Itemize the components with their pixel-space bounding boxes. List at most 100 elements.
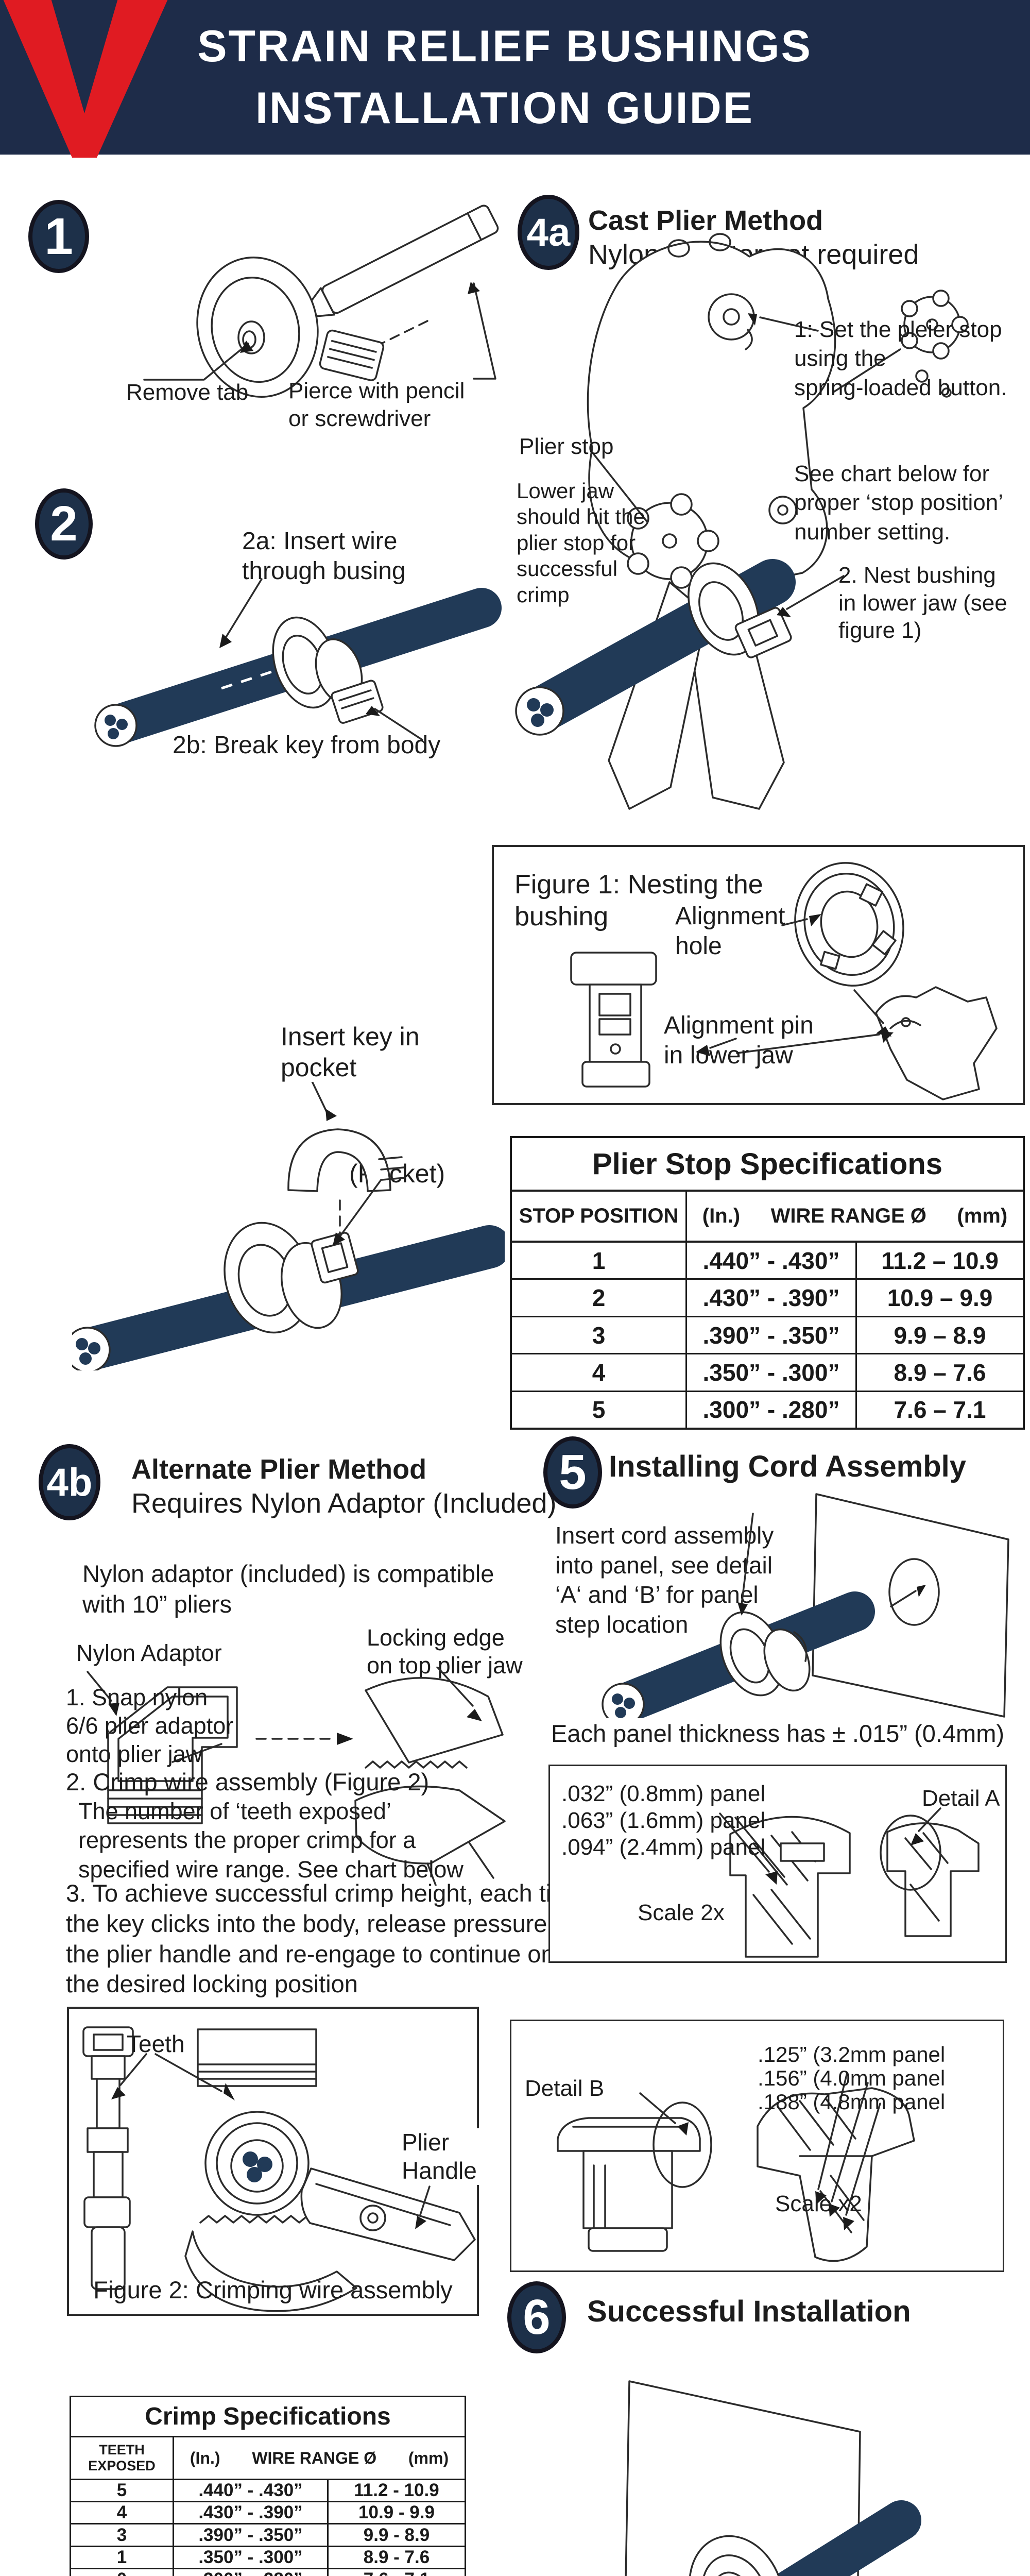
step6-badge: 6 [507, 2281, 566, 2353]
step4b-achieve-note: 3. To achieve successful crimp height, e… [66, 1879, 585, 1998]
step1-badge: 1 [28, 200, 89, 273]
detail-a-scale-label: Scale 2x [638, 1900, 725, 1925]
step2-break-key-label: 2b: Break key from body [173, 732, 441, 759]
bushing-disc-drawing [196, 257, 385, 398]
cell-mm: 11.2 - 10.9 [354, 2480, 439, 2501]
detail-a-label: Detail A [922, 1786, 1000, 1811]
figure2-plier-handle-label: Plier Handle [399, 2128, 480, 2185]
step4a-title-line1: Cast Plier Method [588, 205, 823, 236]
step4b-crimp-note: 2. Crimp wire assembly (Figure 2) [66, 1768, 430, 1795]
table-row: 1 .350” - .300” 8.9 - 7.6 [71, 2547, 465, 2569]
crimp-spec-table: Crimp Specifications TEETH EXPOSED (In.)… [70, 2396, 466, 2576]
cell-pos: 5 [512, 1392, 687, 1428]
bushing-profile-left [557, 2117, 701, 2252]
brand-check-icon [3, 0, 168, 158]
plier-stop-detail-star [833, 290, 969, 398]
cell-pos: 1 [512, 1243, 687, 1279]
cell-in: .430” - .390” [174, 2502, 329, 2523]
table-row: 5 .440” - .430” 11.2 - 10.9 [71, 2480, 465, 2503]
cell-in: .440” - .430” [687, 1243, 857, 1279]
cell-in: .350” - .300” [174, 2547, 329, 2568]
step4b-badge: 4b [39, 1444, 100, 1520]
table-row: 3 .390” - .350” 9.9 – 8.9 [512, 1317, 1023, 1355]
step4b-locking-edge-label: Locking edge on top plier jaw [367, 1624, 523, 1679]
cell-pos: 3 [512, 1317, 687, 1353]
table-row: 5 .300” - .280” 7.6 – 7.1 [512, 1392, 1023, 1428]
crimp-table-header: TEETH EXPOSED (In.) WIRE RANGE Ø (mm) [71, 2437, 465, 2480]
step5-badge: 5 [543, 1436, 602, 1509]
step4b-snap-note: 1. Snap nylon 6/6 plier adaptor onto pli… [66, 1684, 234, 1767]
col-wire-range: (In.) WIRE RANGE Ø (mm) [174, 2437, 465, 2479]
section-cut-right [880, 1815, 980, 1937]
header-banner: STRAIN RELIEF BUSHINGS INSTALLATION GUID… [0, 0, 1030, 158]
col-mm: (mm) [408, 2448, 449, 2467]
table-row: 4 .350” - .300” 8.9 – 7.6 [512, 1354, 1023, 1392]
step5-title: Installing Cord Assembly [609, 1450, 966, 1483]
step4a-nest-bushing-label: 2. Nest bushing in lower jaw (see figure… [838, 563, 1007, 643]
bushing-ring-drawing [794, 862, 904, 987]
bushing-with-pocket [224, 1222, 359, 1334]
step4b-compat-note: Nylon adaptor (included) is compatible w… [82, 1560, 494, 1618]
cell-mm: 7.6 - 7.1 [329, 2569, 465, 2576]
section-cut-right-b [757, 2087, 915, 2262]
step4a-badge: 4a [518, 195, 579, 270]
figure2-illustration [82, 2026, 476, 2312]
step2-badge: 2 [35, 488, 93, 560]
figure1-title: Figure 1: Nesting the bushing [514, 870, 763, 932]
plier-stop-table-title: Plier Stop Specifications [512, 1138, 1023, 1192]
detail-b-box: Detail B .125” (3.2mm panel .156” (4.0mm… [510, 2020, 1004, 2272]
step4b-teeth-note: The number of ‘teeth exposed’ represents… [78, 1798, 464, 1883]
step1-illustration [143, 205, 499, 398]
key-drawing [287, 1128, 406, 1238]
cell-mm: 8.9 – 7.6 [894, 1359, 986, 1386]
step1-remove-tab-label: Remove tab [126, 380, 249, 405]
col-wire-range: (In.) WIRE RANGE Ø (mm) [687, 1192, 1023, 1241]
connector-drawing [570, 952, 657, 1088]
step4b-nylon-adaptor-label: Nylon Adaptor [76, 1640, 222, 1666]
plier-handle-drawing [300, 2167, 476, 2261]
cell-in: .390” - .350” [174, 2524, 329, 2546]
detail-b-panel-sizes: .125” (3.2mm panel .156” (4.0mm panel .1… [758, 2042, 946, 2114]
step4a-lower-jaw-label: Lower jaw should hit the plier stop for … [517, 479, 645, 607]
plier-stop-table-header: STOP POSITION (In.) WIRE RANGE Ø (mm) [512, 1192, 1023, 1243]
cord-assembly-drawing [602, 1591, 875, 1718]
figure2-box: Teeth Plier Handle Figure 2: Crimping wi… [67, 2007, 480, 2316]
detail-b-scale-label: Scale x2 [775, 2191, 862, 2216]
table-row: 2 .430” - .390” 10.9 – 9.9 [512, 1280, 1023, 1317]
cell-pos: 4 [512, 1354, 687, 1391]
cell-mm: 7.6 – 7.1 [894, 1396, 986, 1423]
wire-through-bushing [94, 588, 502, 747]
pencil-drawing [298, 205, 499, 319]
step5-illustration [602, 1493, 1009, 1718]
lower-jaw-drawing [875, 986, 998, 1100]
figure2-caption: Figure 2: Crimping wire assembly [93, 2276, 453, 2303]
cell-teeth: 5 [71, 2480, 174, 2501]
cell-mm: 8.9 - 7.6 [363, 2547, 430, 2567]
step4b-title-line1: Alternate Plier Method [131, 1454, 427, 1485]
col-range: WIRE RANGE Ø [252, 2448, 377, 2467]
cord-in-plier [515, 559, 796, 736]
installed-cord-drawing [689, 2500, 921, 2576]
cell-mm: 11.2 – 10.9 [881, 1247, 999, 1274]
cell-in: .350” - .300” [687, 1354, 857, 1391]
detail-a-box: .032” (0.8mm) panel .063” (1.6mm) panel … [548, 1765, 1007, 1963]
figure1-alignment-hole-label: Alignment hole [675, 903, 785, 960]
nylon-adaptor-drawing [107, 1686, 238, 1824]
detail-b-illustration [557, 2072, 915, 2262]
step2-illustration [94, 578, 502, 747]
crimping-plier-drawing [184, 2028, 357, 2312]
cell-in: .390” - .350” [687, 1317, 857, 1353]
figure2-teeth-label: Teeth [127, 2030, 185, 2057]
col-in: (In.) [190, 2448, 220, 2467]
detail-a-illustration [719, 1807, 980, 1958]
col-teeth-exposed: TEETH EXPOSED [71, 2437, 174, 2479]
cell-teeth: 0 [71, 2569, 174, 2576]
step1-pierce-label: Pierce with pencil or screwdriver [288, 378, 465, 431]
section-cut-left [729, 1816, 851, 1958]
cell-pos: 2 [512, 1280, 687, 1316]
key-pocket-illustration [72, 1082, 505, 1370]
col-mm: (mm) [957, 1205, 1008, 1227]
connector-stack-drawing [82, 2026, 134, 2290]
table-row: 4 .430” - .390” 10.9 - 9.9 [71, 2502, 465, 2525]
